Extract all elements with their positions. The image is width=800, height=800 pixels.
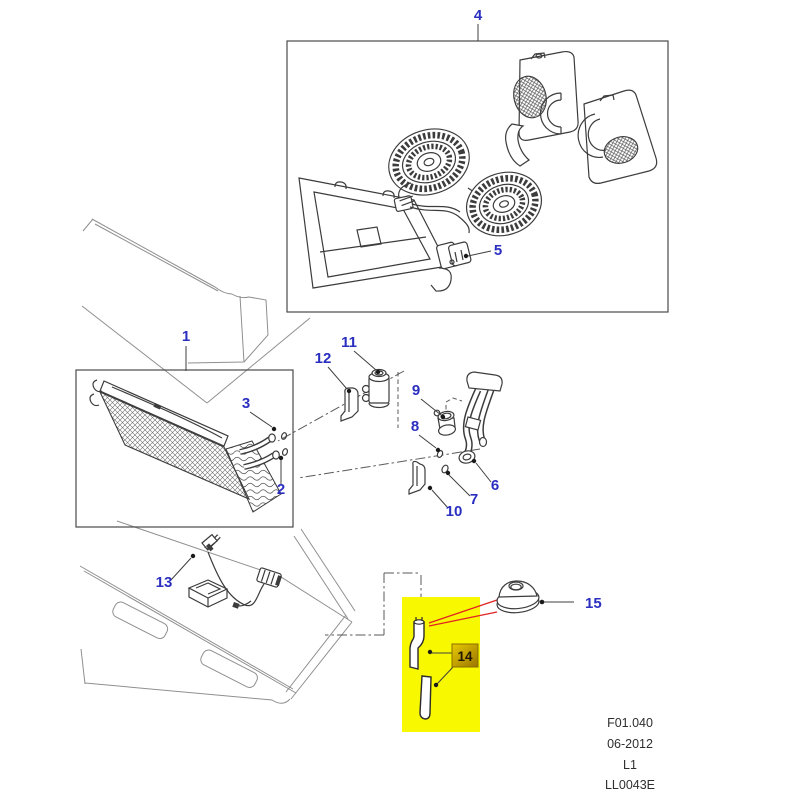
callout-3-label[interactable]: 3	[242, 395, 250, 412]
motor-housing-drawing	[505, 50, 658, 184]
callout-12-label[interactable]: 12	[315, 350, 332, 367]
charge-valve-drawing	[433, 409, 457, 436]
callout-4-label[interactable]: 4	[474, 7, 483, 24]
revision-date: 06-2012	[607, 737, 653, 751]
red-leader-line	[428, 611, 498, 627]
figure-code: F01.040	[607, 716, 653, 730]
callout-2-label[interactable]: 2	[277, 481, 285, 498]
lower-console-drawing	[79, 520, 356, 704]
evaporator-box	[75, 369, 294, 528]
callout-5-label[interactable]: 5	[494, 242, 502, 259]
harness-connector-drawing	[393, 182, 470, 234]
sheet-number: L1	[623, 758, 637, 772]
dashboard-top-panel-drawing	[81, 218, 311, 404]
blower-motor-drawing	[388, 128, 542, 237]
evaporator-core-drawing	[89, 379, 289, 513]
o-ring-2-drawing	[281, 448, 289, 456]
drain-grommet-drawing	[496, 580, 540, 614]
callout-6-label[interactable]: 6	[491, 477, 499, 494]
o-ring-8-drawing	[436, 450, 444, 458]
expansion-valve-drawing	[340, 368, 390, 422]
callout-13-label[interactable]: 13	[156, 574, 173, 591]
callout-15-label[interactable]: 15	[585, 595, 602, 612]
o-ring-7-drawing	[441, 464, 449, 474]
selected-part-tag[interactable]	[451, 643, 479, 668]
callout-1-label[interactable]: 1	[182, 328, 190, 345]
pipe-assembly-drawing	[458, 371, 503, 464]
blower-resistor-drawing	[436, 241, 472, 270]
footer-codes: F01.040 06-2012 L1 LL0043E	[605, 716, 655, 792]
callout-9-label[interactable]: 9	[412, 382, 420, 399]
callout-11-label[interactable]: 11	[341, 334, 357, 351]
drawing-code: LL0043E	[605, 778, 655, 792]
drain-tube-drawing	[409, 617, 432, 720]
callouts: 1 2 3 4 5 6 7 8 9 10 11 12 13 15	[156, 7, 602, 612]
sensor-cable-drawing	[187, 533, 282, 609]
bracket-10-drawing	[408, 460, 426, 495]
callout-8-label[interactable]: 8	[411, 418, 419, 435]
selected-part-highlight-group: 14	[402, 597, 498, 732]
o-ring-3-drawing	[280, 432, 288, 440]
callout-7-label[interactable]: 7	[470, 491, 478, 508]
callout-14-label[interactable]: 14	[457, 649, 473, 664]
callout-10-label[interactable]: 10	[446, 503, 463, 520]
red-leader-line	[428, 599, 498, 624]
